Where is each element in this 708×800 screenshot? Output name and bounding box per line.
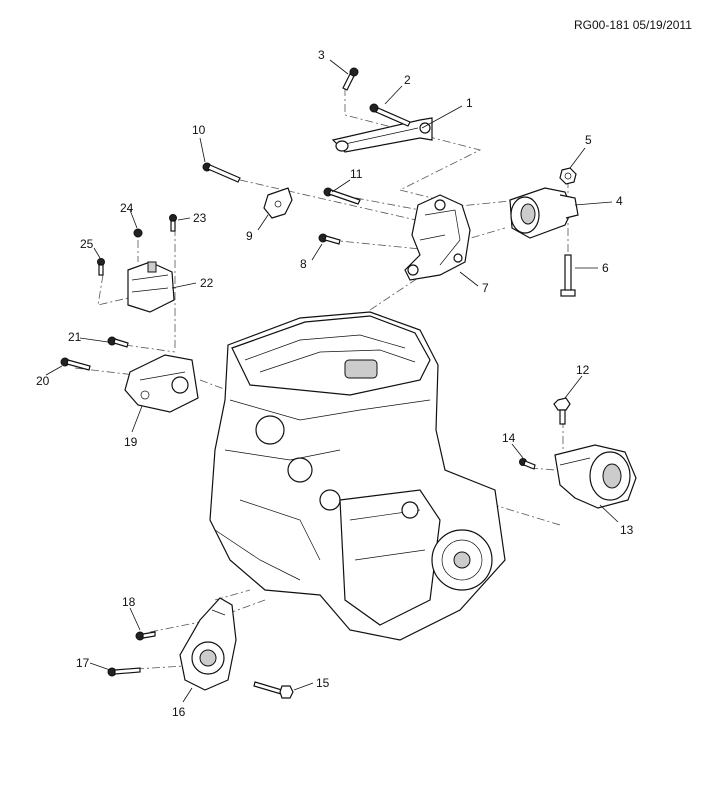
bolt-12 <box>553 397 571 425</box>
engine-bracket-7 <box>404 194 471 281</box>
callout-7: 7 <box>482 281 489 295</box>
callout-1: 1 <box>466 96 473 110</box>
engine-assembly <box>209 311 506 641</box>
callout-4: 4 <box>616 194 623 208</box>
strut-bracket-1 <box>331 117 433 153</box>
callout-leaders <box>45 59 619 703</box>
callout-24: 24 <box>120 201 134 215</box>
callout-11: 11 <box>350 167 363 181</box>
bolt-6 <box>560 254 576 297</box>
callout-18: 18 <box>122 595 136 609</box>
bolt-8 <box>318 233 341 245</box>
bolt-23 <box>169 214 177 232</box>
callout-19: 19 <box>124 435 138 449</box>
reference-code: RG00-181 05/19/2011 <box>574 18 692 32</box>
nut-24 <box>133 228 143 238</box>
callout-21: 21 <box>68 330 82 344</box>
callout-2: 2 <box>404 73 411 87</box>
bolt-15 <box>253 681 294 699</box>
bolt-3 <box>342 67 359 91</box>
callout-3: 3 <box>318 48 325 62</box>
callout-17: 17 <box>76 656 90 670</box>
callout-10: 10 <box>192 123 206 137</box>
transmission-mount-13 <box>554 444 637 509</box>
callout-25: 25 <box>80 237 94 251</box>
bolt-21 <box>107 336 129 348</box>
bolt-2 <box>369 103 411 127</box>
callout-13: 13 <box>620 523 634 537</box>
callout-22: 22 <box>200 276 214 290</box>
bolt-17 <box>107 667 141 677</box>
nut-5 <box>559 167 577 185</box>
bracket-19 <box>124 354 199 413</box>
callout-14: 14 <box>502 431 516 445</box>
mount-22 <box>127 261 175 313</box>
callout-numbers: 1 2 3 4 5 6 7 8 9 10 11 12 13 14 15 16 1… <box>36 48 634 719</box>
callout-20: 20 <box>36 374 50 388</box>
bolt-18 <box>135 631 156 641</box>
callout-15: 15 <box>316 676 330 690</box>
callout-5: 5 <box>585 133 592 147</box>
lower-mount-16 <box>179 597 237 691</box>
callout-9: 9 <box>246 229 253 243</box>
engine-mount-4 <box>509 187 579 239</box>
callout-6: 6 <box>602 261 609 275</box>
callout-8: 8 <box>300 257 307 271</box>
callout-12: 12 <box>576 363 590 377</box>
bolt-11 <box>323 187 361 205</box>
bolt-14 <box>519 458 536 470</box>
bolt-20 <box>60 357 91 371</box>
bolt-25 <box>97 258 105 276</box>
bolt-10 <box>202 162 241 183</box>
callout-16: 16 <box>172 705 186 719</box>
shield-9 <box>263 187 293 219</box>
callout-23: 23 <box>193 211 207 225</box>
